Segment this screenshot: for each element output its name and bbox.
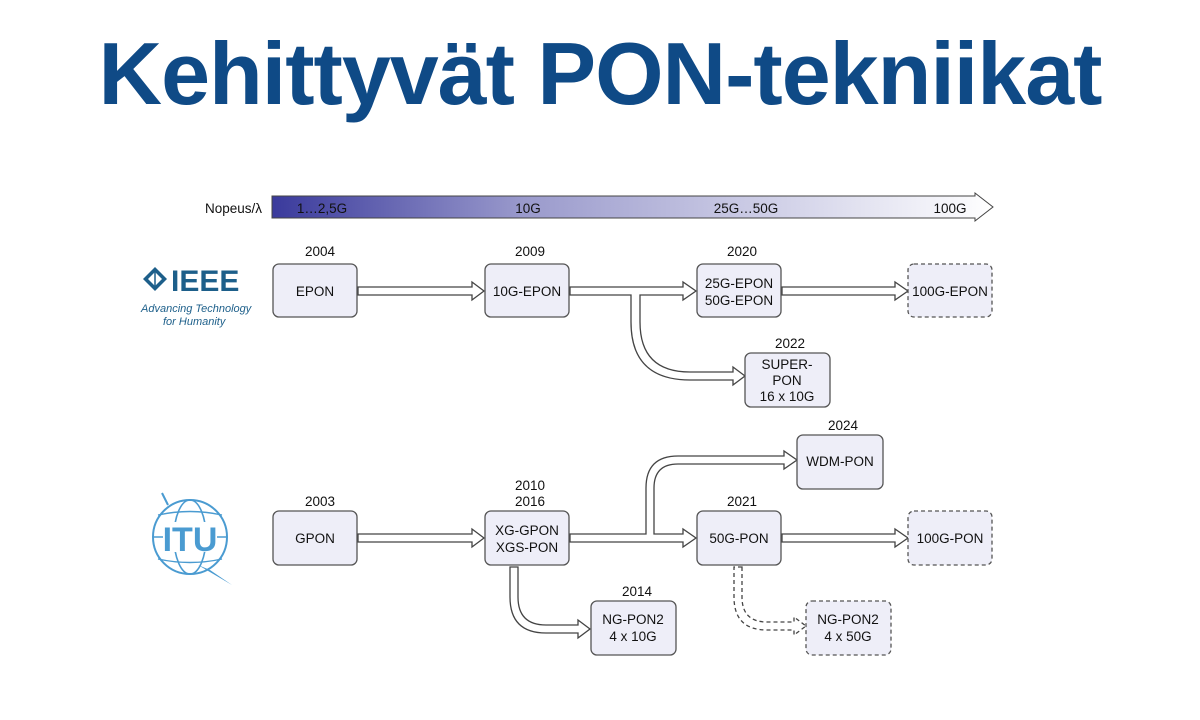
arrow-25g-to-100g: [781, 280, 910, 302]
page-title: Kehittyvät PON-tekniikat: [98, 24, 1103, 123]
10g-epon-box: [484, 263, 570, 318]
superpon-year: 2022: [775, 336, 805, 351]
25g-epon-label: 25G-EPON: [705, 276, 773, 291]
arrow-10g-to-25g: [569, 280, 747, 387]
ngpon2-line1: NG-PON2: [602, 612, 664, 627]
epon-box: [272, 263, 358, 318]
ieee-tagline-1: Advancing Technology: [140, 303, 253, 315]
arrow-xg-to-ngpon2: [509, 566, 592, 640]
itu-logo: ITU: [152, 492, 232, 585]
50g-pon-label: 50G-PON: [709, 531, 768, 546]
ieee-diamond-icon: [143, 267, 167, 291]
arrow-gpon-to-xg: [357, 527, 486, 549]
gpon-box: [272, 510, 358, 566]
ieee-logo-text: IEEE: [171, 265, 239, 298]
speed-tick-1: 1…2,5G: [297, 201, 347, 216]
speed-arrow: [271, 191, 994, 223]
speed-tick-4: 100G: [933, 201, 966, 216]
xg-year-1: 2010: [515, 478, 545, 493]
25g-epon-box: [696, 263, 782, 318]
superpon-box: [744, 352, 831, 408]
speed-tick-2: 10G: [515, 201, 541, 216]
itu-logo-text: ITU: [163, 521, 218, 559]
ngpon2-50g-box: [805, 600, 892, 656]
50g-pon-box: [696, 510, 782, 566]
speed-axis-label: Nopeus/λ: [205, 201, 262, 216]
xg-year-2: 2016: [515, 494, 545, 509]
100g-pon-box: [907, 510, 993, 566]
superpon-line1: SUPER-: [761, 357, 812, 372]
xg-gpon-label: XG-GPON: [495, 523, 559, 538]
wdm-pon-year: 2024: [828, 418, 859, 433]
arrow-50g-to-ngpon2b: [733, 566, 808, 637]
speed-tick-3: 25G…50G: [714, 201, 779, 216]
superpon-line3: 16 x 10G: [760, 389, 815, 404]
50g-epon-label: 50G-EPON: [705, 293, 773, 308]
100g-epon-box: [907, 263, 993, 318]
ngpon2-line2: 4 x 10G: [609, 629, 656, 644]
ngpon2-box: [590, 600, 677, 656]
xg-gpon-box: [484, 510, 570, 566]
10g-epon-year: 2009: [515, 244, 545, 259]
ngpon2-50g-line1: NG-PON2: [817, 612, 879, 627]
gpon-label: GPON: [295, 531, 335, 546]
50g-pon-year: 2021: [727, 494, 757, 509]
epon-label: EPON: [296, 284, 334, 299]
ngpon2-50g-line2: 4 x 50G: [824, 629, 871, 644]
epon-year: 2004: [305, 244, 336, 259]
ieee-logo: IEEE Advancing Technology for Humanity: [140, 265, 253, 328]
ieee-tagline-2: for Humanity: [163, 316, 227, 328]
superpon-line2: PON: [772, 373, 801, 388]
10g-epon-label: 10G-EPON: [493, 284, 561, 299]
100g-pon-label: 100G-PON: [917, 531, 984, 546]
arrow-50g-to-100g: [781, 527, 910, 549]
arrow-xg-to-50g: [569, 449, 799, 549]
25g-epon-year: 2020: [727, 244, 757, 259]
xgs-pon-label: XGS-PON: [496, 540, 558, 555]
ngpon2-year: 2014: [622, 584, 653, 599]
arrow-epon-to-10g: [357, 280, 486, 302]
100g-epon-label: 100G-EPON: [912, 284, 988, 299]
wdm-pon-label: WDM-PON: [806, 454, 874, 469]
gpon-year: 2003: [305, 494, 335, 509]
wdm-pon-box: [796, 434, 884, 490]
